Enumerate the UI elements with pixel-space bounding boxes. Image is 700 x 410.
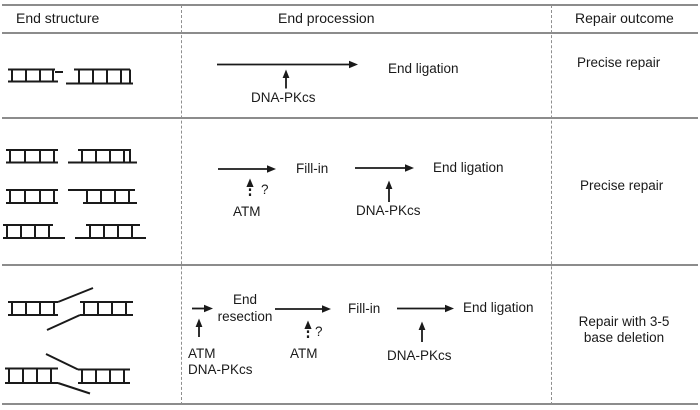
table-border-top — [2, 4, 698, 6]
row2-dna-pkcs-up-arrow — [385, 180, 393, 202]
row3-end-resection-label: End resection — [217, 292, 273, 324]
row1-dna-pkcs-label: DNA-PKcs — [251, 90, 316, 105]
row-divider-2 — [2, 264, 698, 266]
row3-outcome-label: Repair with 3-5 base deletion — [578, 314, 670, 345]
row3-dna-pkcs1-label: DNA-PKcs — [188, 362, 253, 377]
dna-long-overhangs-icon — [5, 287, 133, 395]
column-header-end-procession: End procession — [278, 10, 375, 26]
row3-ligation-arrow — [397, 304, 454, 313]
row1-ligation-arrow — [217, 60, 358, 69]
column-header-end-structure: End structure — [16, 10, 100, 26]
header-divider — [2, 32, 698, 34]
row2-dna-pkcs-label: DNA-PKcs — [356, 203, 421, 218]
row2-question-mark: ? — [261, 182, 269, 197]
row2-atm-label: ATM — [233, 204, 261, 219]
column-divider-right — [551, 5, 552, 405]
row2-ligation-arrow — [355, 164, 414, 172]
dna-short-overhangs-icon — [3, 149, 146, 239]
row2-outcome-label: Precise repair — [580, 178, 664, 193]
row3-resection-arrow — [192, 304, 213, 313]
row1-outcome-label: Precise repair — [577, 55, 661, 70]
table-border-bottom — [2, 403, 698, 405]
row1-end-ligation-label: End ligation — [388, 61, 459, 76]
row3-fill-in-label: Fill-in — [348, 301, 381, 316]
row3-atm-dashed-up-arrow — [304, 320, 312, 338]
row3-atm-dna-pkcs-stack: ATM DNA-PKcs — [188, 346, 253, 378]
column-header-repair-outcome: Repair outcome — [575, 10, 674, 26]
row2-fill-in-arrow — [218, 165, 276, 173]
row3-question-mark: ? — [315, 324, 323, 339]
row3-fill-in-arrow — [275, 305, 331, 313]
row1-dna-pkcs-up-arrow — [282, 69, 290, 89]
row3-atm-pkcs-up-arrow — [195, 318, 203, 337]
row3-end-ligation-label: End ligation — [463, 300, 534, 315]
column-divider-left — [181, 5, 182, 405]
row3-dna-pkcs-up-arrow — [418, 321, 426, 342]
row3-atm1-label: ATM — [188, 346, 216, 361]
row2-atm-dashed-up-arrow — [246, 178, 254, 196]
row2-fill-in-label: Fill-in — [296, 161, 329, 176]
dna-blunt-ends-icon — [8, 68, 133, 85]
row-divider-1 — [2, 117, 698, 119]
row3-dna-pkcs2-label: DNA-PKcs — [387, 348, 452, 363]
row2-end-ligation-label: End ligation — [433, 160, 504, 175]
row3-atm2-label: ATM — [290, 346, 318, 361]
